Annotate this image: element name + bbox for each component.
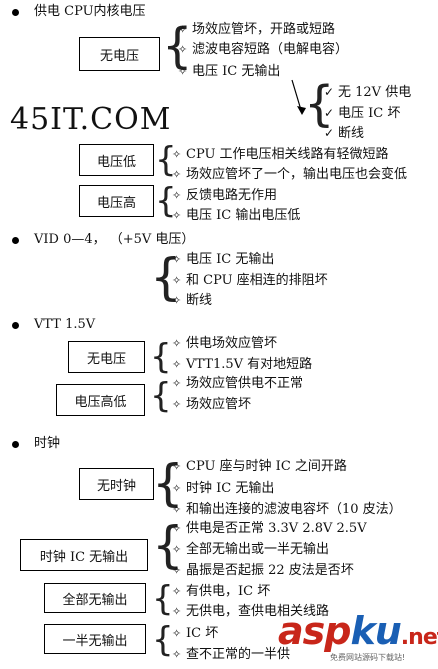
bullet-clock (12, 441, 19, 448)
item-vid-1: ✧电压 IC 无输出 (172, 252, 275, 267)
label-box-vtt-high-low: 电压高低 (56, 384, 145, 416)
sub-item-broken-line: ✓断线 (324, 126, 365, 141)
item-no-clock-1: ✧CPU 座与时钟 IC 之间开路 (172, 459, 347, 474)
label-box-ic-no-output: 时钟 IC 无输出 (20, 539, 148, 571)
item-low-2: ✧场效应管坏了一个，输出电压也会变低 (172, 167, 408, 182)
section-title-clock: 时钟 (34, 436, 61, 451)
brace-vid: { (150, 248, 182, 306)
brace-no-voltage-sub: { (304, 76, 335, 132)
item-no-clock-3: ✧和输出连接的滤波电容坏（10 皮法） (172, 502, 402, 517)
label-box-low: 电压低 (79, 144, 154, 176)
item-no-voltage-1: ✧场效应管坏，开路或短路 (178, 22, 336, 37)
label-box-no-voltage: 无电压 (79, 37, 160, 71)
label-box-all-no-output: 全部无输出 (44, 583, 146, 613)
item-vid-3: ✧断线 (172, 293, 213, 308)
brace-no-voltage: { (162, 18, 193, 74)
aspku-logo-tagline: 免费网站源码下载站! (330, 653, 406, 662)
brace-ic-no-output: { (152, 516, 184, 574)
item-no-voltage-2: ✧滤波电容短路（电解电容） (178, 42, 349, 57)
brace-vtt-high-low: { (150, 376, 172, 416)
item-all-no-output-2: ✧无供电，查供电相关线路 (172, 604, 330, 619)
item-ic-no-output-1: ✧供电是否正常 3.3V 2.8V 2.5V (172, 521, 367, 536)
sub-item-ic-broken: ✓电压 IC 坏 (324, 106, 401, 121)
bullet-vid (12, 237, 19, 244)
section-title-vid: VID 0—4， （+5V 电压） (34, 232, 195, 247)
brace-all-no-output: { (152, 579, 174, 619)
section-title-power: 供电 CPU内核电压 (34, 4, 146, 19)
brace-no-clock: { (152, 454, 184, 512)
label-box-high: 电压高 (79, 185, 154, 217)
label-box-vtt-no-voltage: 无电压 (68, 341, 145, 373)
aspku-logo: aspku.net (278, 609, 438, 653)
item-ic-no-output-2: ✧全部无输出或一半无输出 (172, 542, 330, 557)
section-title-vtt: VTT 1.5V (34, 317, 96, 332)
sub-item-no-12v: ✓无 12V 供电 (324, 85, 412, 100)
item-half-no-output-1: ✧IC 坏 (172, 626, 219, 641)
arrow-down-icon (291, 79, 306, 115)
item-high-2: ✧电压 IC 输出电压低 (172, 208, 301, 223)
item-no-clock-2: ✧时钟 IC 无输出 (172, 481, 275, 496)
label-box-no-clock: 无时钟 (79, 468, 154, 500)
brace-half-no-output: { (152, 620, 174, 660)
item-low-1: ✧CPU 工作电压相关线路有轻微短路 (172, 147, 389, 162)
bullet-vtt (12, 322, 19, 329)
brace-vtt-no-voltage: { (150, 337, 172, 377)
brace-high: { (155, 181, 177, 221)
watermark-45it: 45IT.COM (10, 102, 172, 137)
item-vtt-high-low-2: ✧场效应管坏 (172, 397, 252, 412)
bullet-power (12, 9, 19, 16)
item-vtt-high-low-1: ✧场效应管供电不正常 (172, 376, 304, 391)
item-all-no-output-1: ✧有供电，IC 坏 (172, 584, 271, 599)
item-no-voltage-3: ✧电压 IC 无输出 (178, 64, 281, 79)
brace-low: { (155, 140, 177, 180)
item-half-no-output-2: ✧查不正常的一半供 (172, 647, 291, 662)
label-box-half-no-output: 一半无输出 (44, 624, 146, 654)
item-vid-2: ✧和 CPU 座相连的排阻坏 (172, 273, 328, 288)
item-ic-no-output-3: ✧晶振是否起振 22 皮法是否坏 (172, 563, 354, 578)
item-vtt-no-voltage-2: ✧VTT1.5V 有对地短路 (172, 357, 313, 372)
item-vtt-no-voltage-1: ✧供电场效应管坏 (172, 336, 278, 351)
item-high-1: ✧反馈电路无作用 (172, 188, 278, 203)
